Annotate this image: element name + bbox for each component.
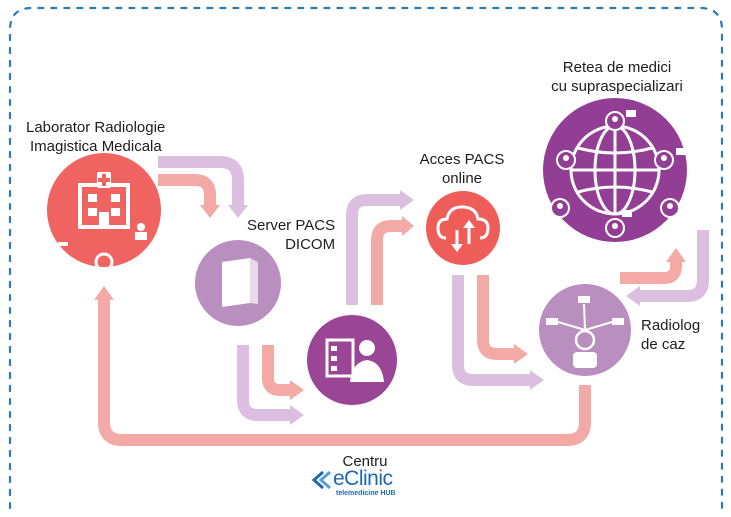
server-label: Server PACS DICOM (247, 216, 335, 254)
globe-network-icon (569, 124, 661, 216)
acces-label: Acces PACS online (418, 150, 506, 188)
dashed-border (8, 6, 724, 510)
radiologist-network-icon (546, 296, 624, 368)
arrow-viewer-to-acces-pink (371, 220, 402, 305)
node-laborator (47, 153, 161, 272)
retea-label-line1: Retea de medici (562, 59, 672, 76)
server-icon (222, 258, 258, 307)
hospital-icon (58, 172, 147, 272)
retea-label: Retea de medici cu supraspecializari (533, 58, 701, 96)
doctor-avatars (550, 110, 686, 238)
arrow-radiolog-to-lab-loop (98, 300, 591, 446)
arrowhead-viewer-lilac (290, 405, 304, 425)
arrowhead-acces-lilac (400, 190, 414, 210)
arrowhead-retea-pink (666, 248, 686, 262)
eclinic-brand: eClinic (333, 467, 393, 490)
node-retea (543, 98, 687, 242)
node-radiolog (539, 284, 631, 376)
arrowhead-server-lilac (228, 205, 248, 218)
arrow-lab-to-server-lilac (158, 156, 244, 205)
arrow-acces-to-radiolog-pink (477, 275, 514, 360)
server-label-line1: Server PACS (247, 217, 336, 234)
arrowhead-radiolog-lilac (530, 370, 544, 390)
arrow-acces-to-radiolog-lilac (452, 275, 530, 386)
cloud-sync-icon (436, 205, 490, 252)
laborator-label-line2: Imagistica Medicala (30, 138, 162, 155)
eclinic-tagline: telemedicine HUB (336, 490, 396, 497)
arrowhead-server-pink (200, 205, 220, 218)
node-acces (426, 191, 500, 265)
arrow-retea-to-radiolog-lilac (640, 230, 709, 302)
arrowhead-radiolog-lilac (626, 286, 640, 306)
arrow-server-to-viewer-lilac (237, 345, 290, 421)
arrowhead-viewer-pink (290, 380, 304, 400)
radiolog-label-line1: Radiolog (641, 317, 701, 334)
eclinic-logo-icon (311, 470, 331, 490)
server-label-line2: DICOM (285, 236, 336, 253)
footer-title: Centru (342, 453, 388, 470)
arrowhead-radiolog-pink (514, 344, 528, 364)
radiolog-label-line2: de caz (641, 336, 686, 353)
arrow-server-to-viewer-pink (262, 345, 290, 396)
acces-label-line1: Acces PACS (419, 151, 505, 168)
radiolog-label: Radiolog de caz (641, 316, 700, 354)
laborator-label: Laborator Radiologie Imagistica Medicala (26, 118, 165, 156)
arrowhead-lab-loop (94, 286, 114, 300)
laborator-label-line1: Laborator Radiologie (26, 119, 166, 136)
arrowhead-acces-pink (402, 216, 414, 236)
acces-label-line2: online (441, 170, 483, 187)
retea-label-line2: cu supraspecializari (551, 78, 683, 95)
arrow-lab-to-server-pink (158, 174, 216, 205)
arrow-radiolog-to-retea-pink (620, 260, 682, 284)
node-server (195, 240, 281, 326)
node-viewer (307, 315, 397, 405)
doctor-monitor-icon (325, 338, 384, 382)
arrow-viewer-to-acces-lilac (346, 194, 400, 305)
